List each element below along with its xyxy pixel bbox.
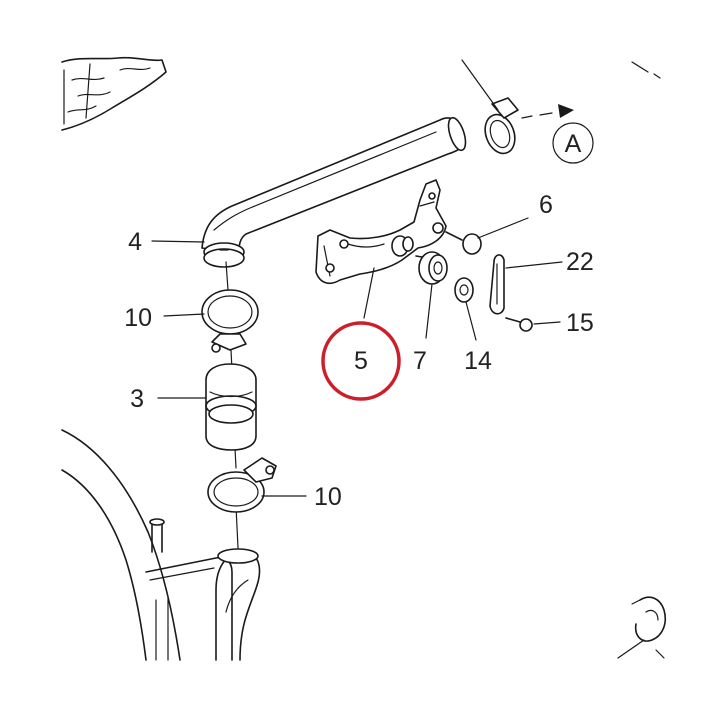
highlight-circle (321, 321, 401, 401)
view-a-callout: A (552, 122, 594, 164)
washer-item-14 (454, 277, 477, 341)
bracket-item-5 (315, 179, 447, 319)
fragment-bottom-right (617, 596, 667, 659)
bolt-item-6 (445, 217, 529, 255)
coolant-pipe-item-4 (201, 116, 467, 268)
fragment-top-right (631, 61, 661, 79)
leader-lines (151, 240, 307, 497)
hose-item-3 (205, 363, 257, 451)
retainer-item-22 (489, 254, 563, 315)
part-label-15: 15 (566, 309, 594, 337)
part-label-7: 7 (413, 347, 427, 375)
part-label-10-upper: 10 (124, 304, 152, 332)
part-label-3: 3 (130, 385, 144, 413)
part-label-10-lower: 10 (314, 483, 342, 511)
part-label-5: 5 (354, 347, 368, 375)
part-label-14: 14 (464, 347, 492, 375)
engine-fragment-top-left (61, 56, 167, 131)
view-a-label: A (565, 130, 582, 158)
clamp-upper-item-10 (201, 289, 259, 353)
part-label-22: 22 (566, 248, 594, 276)
part-label-4: 4 (128, 228, 142, 256)
view-a-arrow (521, 104, 574, 119)
bushing-item-7 (415, 251, 448, 339)
screw-item-15 (219, 249, 561, 332)
clamp-top (461, 59, 519, 155)
part-label-6: 6 (539, 191, 553, 219)
radiator-housing (61, 429, 233, 661)
clamp-lower-item-10 (207, 457, 277, 513)
lower-outlet-pipe (215, 548, 261, 661)
